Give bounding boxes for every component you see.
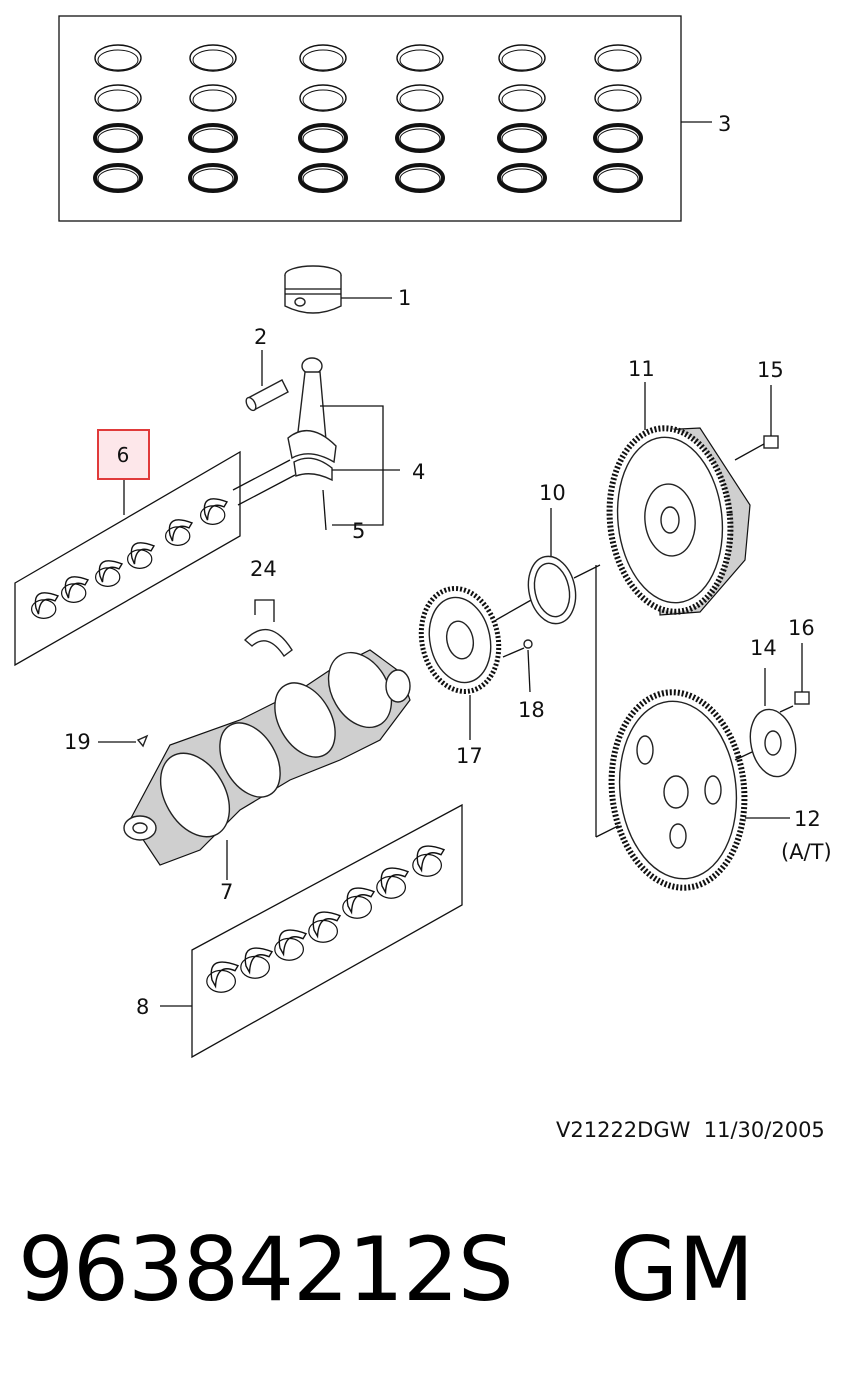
flexplate-bolt <box>779 643 810 713</box>
callout-10: 10 <box>539 481 566 505</box>
callout-19: 19 <box>64 730 91 754</box>
bearing-shell <box>274 929 308 961</box>
flexplate <box>608 689 790 891</box>
callout-14: 14 <box>750 636 777 660</box>
piston-ring <box>395 163 445 193</box>
drawing-code: V21222DGW <box>556 1118 691 1142</box>
conrod-bearing-set <box>14 450 296 667</box>
piston-ring <box>94 44 142 72</box>
piston-ring <box>593 123 643 153</box>
rear-oil-seal <box>527 508 601 625</box>
piston-ring <box>299 44 347 72</box>
piston-ring <box>594 84 642 112</box>
callout-7: 7 <box>220 880 233 904</box>
piston-pin <box>245 350 289 412</box>
piston-ring <box>498 84 546 112</box>
bearing-shell <box>240 947 274 979</box>
piston-ring <box>298 163 348 193</box>
callout-17: 17 <box>456 744 483 768</box>
thrust-bearing <box>243 599 293 658</box>
bearing-shell <box>342 887 376 919</box>
bearing-shell <box>31 592 60 619</box>
piston-ring <box>395 123 445 153</box>
brand-name: GM <box>610 1218 755 1321</box>
bearing-shell <box>412 845 446 877</box>
piston-ring <box>497 163 547 193</box>
part-number: 96384212S <box>18 1218 514 1321</box>
bearing-shell <box>376 867 410 899</box>
drawing-date: 11/30/2005 <box>703 1118 825 1142</box>
bearing-shell <box>60 576 90 603</box>
callout-1: 1 <box>398 286 411 310</box>
drawing-reference: V21222DGW 11/30/2005 <box>556 1118 825 1142</box>
bearing-shell <box>94 560 124 587</box>
callout-12: 12 <box>794 807 821 831</box>
callout-11: 11 <box>628 357 655 381</box>
callout-4: 4 <box>412 460 425 484</box>
piston-ring <box>299 84 347 112</box>
piston-ring-set <box>58 15 712 222</box>
bearing-shell <box>199 498 229 525</box>
callout-24: 24 <box>250 557 277 581</box>
piston-ring <box>94 84 142 112</box>
bearing-shell <box>164 519 194 546</box>
piston-ring <box>396 44 444 72</box>
bearing-shell <box>308 911 342 943</box>
dowel-pin <box>502 639 533 693</box>
piston-ring <box>498 44 546 72</box>
adapter-plate <box>734 668 797 778</box>
connecting-rod <box>287 357 400 531</box>
piston-ring <box>93 123 143 153</box>
callout-12-note: (A/T) <box>781 840 832 864</box>
piston-ring <box>497 123 547 153</box>
piston-ring <box>593 163 643 193</box>
callout-16: 16 <box>788 616 815 640</box>
callout-5: 5 <box>352 519 365 543</box>
piston-ring <box>189 84 237 112</box>
piston-ring <box>396 84 444 112</box>
piston-ring <box>188 163 238 193</box>
callout-3: 3 <box>718 112 731 136</box>
flywheel-bolt <box>734 385 779 461</box>
callout-6[interactable]: 6 <box>117 443 130 467</box>
piston <box>284 265 392 314</box>
piston-ring <box>594 44 642 72</box>
callout-6-highlight[interactable] <box>97 429 150 480</box>
callout-18: 18 <box>518 698 545 722</box>
piston-ring <box>189 44 237 72</box>
callout-2: 2 <box>254 325 267 349</box>
callout-15: 15 <box>757 358 784 382</box>
reluctor-ring <box>418 586 541 740</box>
piston-ring <box>188 123 238 153</box>
piston-ring <box>298 123 348 153</box>
bearing-shell <box>206 961 240 993</box>
main-bearing-set <box>160 803 463 1059</box>
crankshaft <box>98 649 411 880</box>
callout-labels: 1 2 3 4 5 6 7 8 10 11 12 (A/T) 14 15 16 … <box>64 112 832 1019</box>
flywheel <box>595 382 751 838</box>
callout-8: 8 <box>136 995 149 1019</box>
piston-ring <box>93 163 143 193</box>
bearing-shell <box>126 542 156 569</box>
